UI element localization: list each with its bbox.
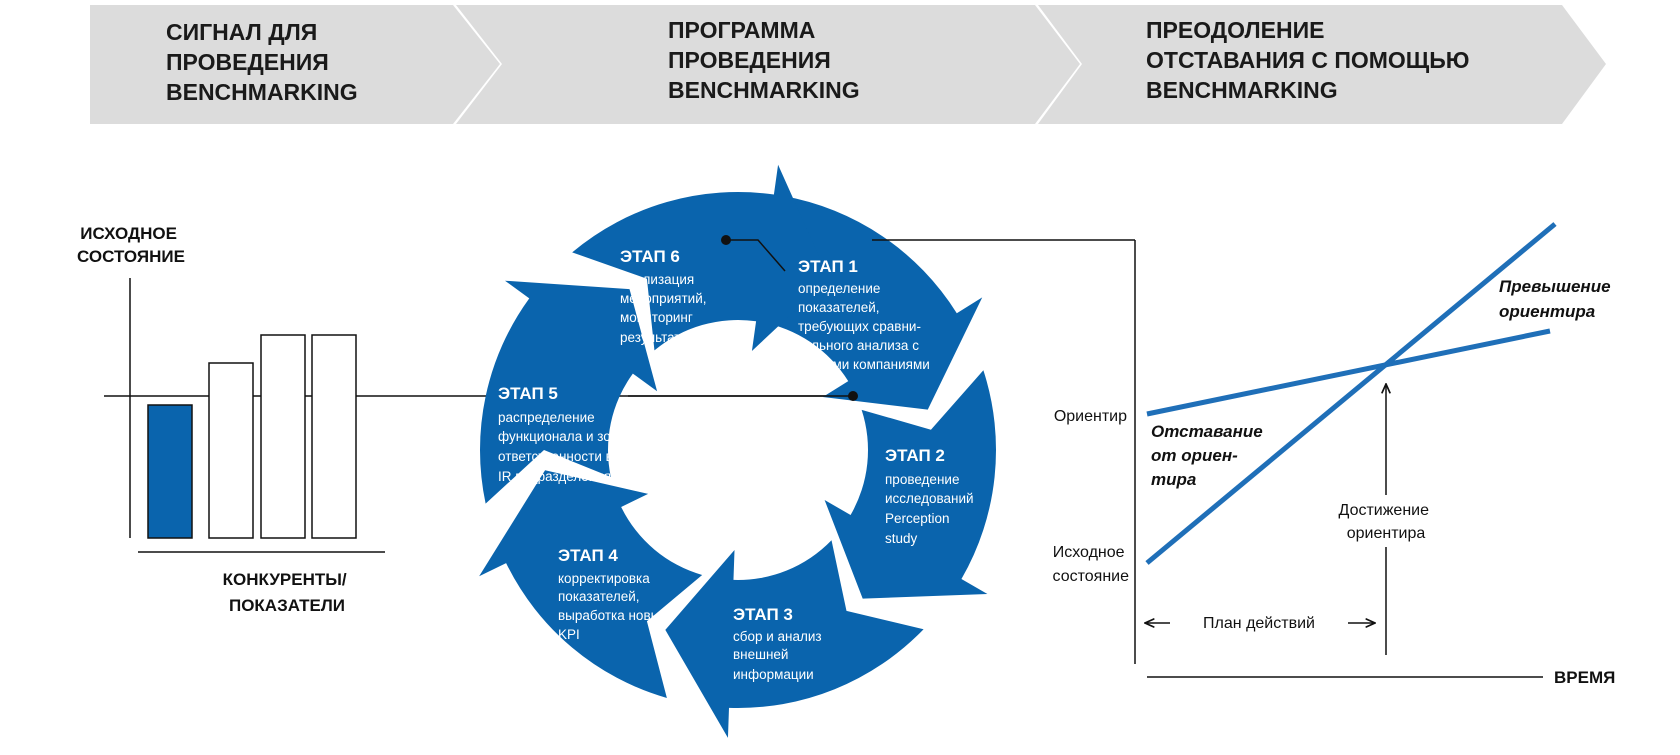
reach-label-backdrop: [1319, 495, 1453, 547]
cycle-arrow-stage-1: [760, 195, 983, 410]
header-step-1: СИГНАЛ ДЛЯ ПРОВЕДЕНИЯ BENCHMARKING: [166, 19, 358, 105]
time-axis-label: ВРЕМЯ: [1554, 668, 1615, 687]
header-chevron-1: [90, 5, 500, 124]
target-label: Ориентир: [1054, 408, 1127, 425]
lag-label: Отставание от ориен- тира: [1151, 422, 1267, 489]
stage6-connector-dot: [721, 235, 731, 245]
header-chevron-2: [456, 5, 1080, 124]
stage-1-text: ЭТАП 1 определение показателей, требующи…: [798, 257, 930, 372]
header-chevrons: СИГНАЛ ДЛЯ ПРОВЕДЕНИЯ BENCHMARKING ПРОГР…: [90, 5, 1606, 124]
own-trajectory-line: [1145, 222, 1557, 565]
cycle-arrow-stage-4: [479, 470, 703, 699]
competitor-bar-3: [311, 334, 357, 539]
cycle-arrow-stage-2: [824, 370, 996, 599]
stage-5-text: ЭТАП 5 распределение функционала и зон о…: [498, 384, 653, 484]
target-line: [1146, 328, 1551, 417]
plan-label: План действий: [1203, 615, 1315, 632]
own-company-bar: [147, 404, 193, 539]
cycle-arrows: [479, 164, 996, 738]
stage6-connector: [726, 239, 786, 272]
header-step-3: ПРЕОДОЛЕНИЕ ОТСТАВАНИЯ С ПОМОЩЬЮ BENCHMA…: [1146, 17, 1476, 103]
competitor-bar-1: [208, 362, 254, 539]
stage-4-text: ЭТАП 4 корректировка показателей, вырабо…: [558, 546, 672, 642]
stage-2-text: ЭТАП 2 проведение исследований Perceptio…: [885, 446, 978, 546]
catch-up-graph: ВРЕМЯ Ориентир Исходное состояние Отстав…: [1053, 222, 1615, 687]
stage5-connector-dot: [848, 391, 858, 401]
header-step-2: ПРОГРАММА ПРОВЕДЕНИЯ BENCHMARKING: [668, 17, 860, 103]
stage-texts: ЭТАП 1 определение показателей, требующи…: [498, 247, 978, 682]
exceed-label: Превышение ориентира: [1499, 277, 1615, 321]
stage-3-text: ЭТАП 3 сбор и анализ внешней информации: [733, 605, 826, 682]
stage-6-text: ЭТАП 6 реализация мероприятий, мониторин…: [620, 247, 711, 345]
competitor-bar-2: [260, 334, 306, 539]
competitors-caption: КОНКУРЕНТЫ/ ПОКАЗАТЕЛИ: [223, 570, 352, 615]
connectors: [628, 235, 1135, 401]
header-chevron-3: [1038, 5, 1606, 124]
initial-state-label: Исходное состояние: [1053, 544, 1130, 585]
cycle-arrow-stage-3: [665, 540, 924, 738]
initial-state-title: ИСХОДНОЕ СОСТОЯНИЕ: [77, 224, 185, 266]
initial-state-panel: ИСХОДНОЕ СОСТОЯНИЕ КОНКУРЕНТЫ/ ПОКАЗАТЕЛ…: [77, 224, 853, 615]
cycle-arrow-stage-6: [572, 164, 830, 351]
cycle-arrow-stage-5: [480, 280, 658, 504]
reach-label: Достижение ориентира: [1339, 502, 1434, 542]
